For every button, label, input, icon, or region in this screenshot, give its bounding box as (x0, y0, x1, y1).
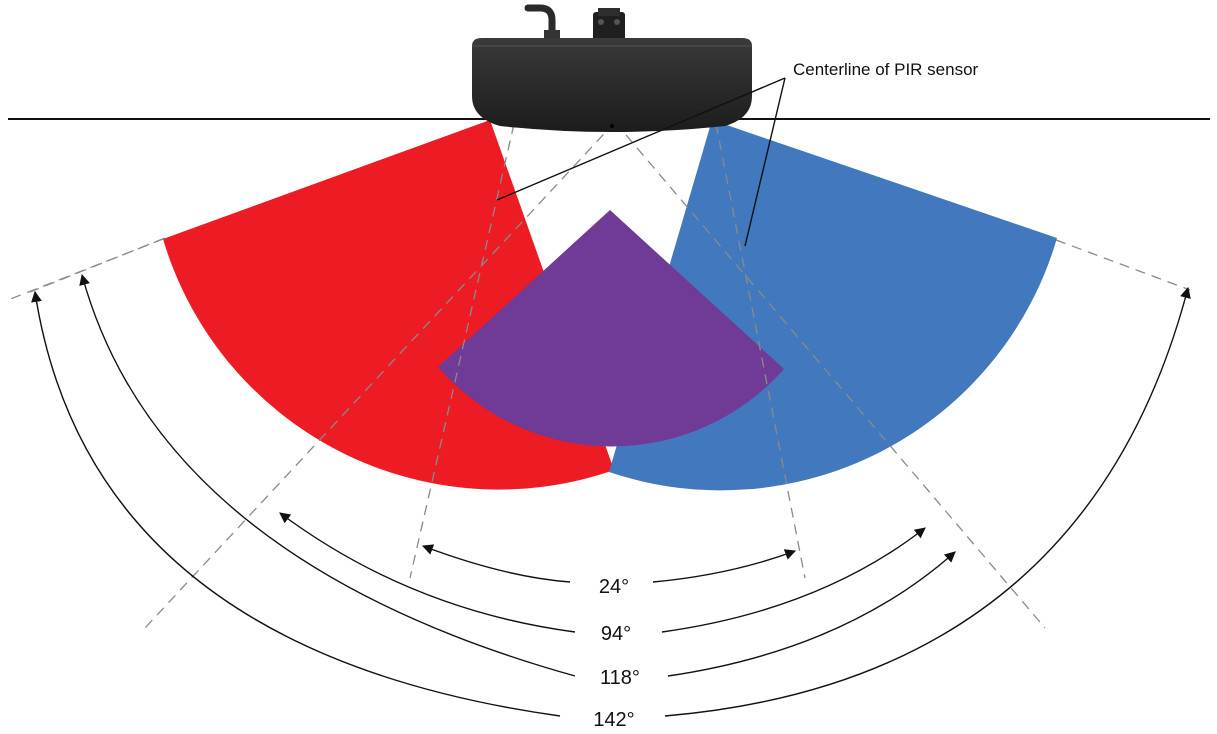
arc-94-right (661, 527, 926, 633)
angle-label-118: 118° (600, 667, 640, 689)
sensor-cable-icon (524, 4, 556, 42)
angle-arcs (31, 273, 1191, 717)
leader-left (496, 77, 786, 201)
pir-sensor-device (472, 4, 752, 132)
callout-leader-lines (496, 77, 786, 247)
arc-118-right (667, 551, 956, 677)
sensor-housing (472, 38, 752, 132)
guide-right-47 (614, 121, 1046, 629)
angle-label-24: 24° (599, 576, 629, 598)
arc-24-right (652, 549, 797, 583)
guide-left-47 (144, 121, 616, 629)
guide-left-12 (409, 123, 515, 579)
sensor-mount-bracket (593, 12, 625, 42)
callout-centerline-label: Centerline of PIR sensor (793, 60, 979, 79)
guide-left-bound (7, 238, 164, 301)
guide-right-12 (715, 123, 806, 579)
arc-94-left (279, 512, 576, 633)
leader-right (744, 77, 786, 247)
guide-right-59 (1055, 239, 1191, 291)
arc-24-left (421, 544, 571, 583)
arc-142-right (664, 286, 1191, 717)
angle-guide-lines (7, 121, 1191, 629)
angle-label-94: 94° (601, 623, 631, 645)
angle-label-142: 142° (593, 709, 634, 731)
arc-118-left (79, 273, 576, 677)
overlap-detection-zone (438, 210, 784, 447)
arc-142-left (31, 290, 561, 717)
sensor-lens-dot (610, 124, 614, 128)
